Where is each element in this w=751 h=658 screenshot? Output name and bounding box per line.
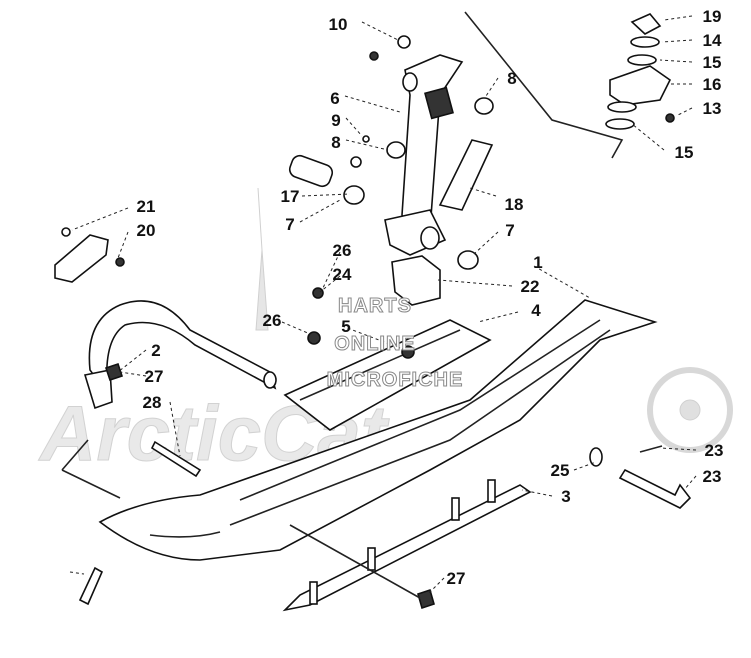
ski-assembly	[98, 299, 658, 612]
callout-1: 1	[533, 253, 542, 272]
ski-stop-block	[391, 255, 441, 306]
bushing-upper	[474, 97, 494, 115]
callout-23b: 25	[551, 461, 570, 480]
washer-side	[589, 447, 603, 467]
bumper-bracket-body	[54, 234, 109, 283]
ski-rail-lower	[229, 329, 611, 526]
ski-mount-plate	[283, 319, 492, 431]
watermark-line-1: HARTS	[338, 295, 412, 317]
callout-9: 9	[331, 111, 340, 130]
bracket-screw	[61, 227, 71, 237]
callout-16: 18	[505, 195, 524, 214]
ski-body	[98, 299, 658, 561]
spindle-decal	[438, 139, 494, 211]
wear-bar-stud	[309, 581, 318, 605]
axle-bolt	[618, 468, 692, 509]
nut-24	[312, 287, 324, 299]
callout-11: 13	[703, 99, 722, 118]
wear-bar-stud	[451, 497, 460, 521]
callout-7b: 7	[505, 221, 514, 240]
wear-bar-stud	[367, 547, 376, 571]
callout-17: 19	[703, 7, 722, 26]
spacer-tube	[288, 154, 334, 188]
watermark-line-2: ONLINE	[334, 333, 416, 355]
callout-19: 21	[137, 197, 156, 216]
callout-18: 20	[137, 221, 156, 240]
spindle-bore	[402, 72, 418, 92]
callout-2: 2	[151, 341, 160, 360]
callouts: 10 8 6 9 8 17 7 18 7 19 14 15 16 13 15 2…	[137, 7, 724, 588]
bushing-mid	[386, 141, 406, 159]
callout-23a: 24	[333, 265, 352, 284]
callout-21: 23	[703, 467, 722, 486]
callout-8a: 8	[507, 69, 516, 88]
callout-8b: 8	[331, 133, 340, 152]
nut-lower	[417, 588, 435, 610]
nut-25	[307, 331, 321, 345]
watermark-line-3: MICROFICHE	[327, 369, 464, 391]
washer-bottom	[605, 118, 635, 130]
washer-middle	[627, 54, 657, 66]
callout-5: 5	[341, 317, 350, 336]
callout-13b: 15	[675, 143, 694, 162]
top-bolt	[369, 51, 379, 61]
watermark-wheel-icon	[647, 367, 733, 453]
washer-upper	[630, 36, 660, 48]
clamp-body	[609, 65, 672, 106]
callout-24: 26	[333, 241, 352, 260]
watermark-spire-icon	[255, 187, 269, 331]
spindle-knurl	[424, 86, 454, 120]
leader-lines	[61, 15, 697, 599]
callout-25: 26	[263, 311, 282, 330]
callout-3: 3	[561, 487, 570, 506]
top-nut	[397, 35, 411, 49]
wear-bar-stud	[487, 479, 496, 503]
ski-loop-bar	[88, 300, 277, 398]
ski-loop-end	[263, 371, 277, 389]
bushing-left	[343, 185, 365, 205]
bumper-bracket	[54, 227, 125, 283]
washer-lower	[607, 101, 637, 113]
callout-22: 23	[705, 441, 724, 460]
callout-12: 14	[703, 31, 722, 50]
bushing-right	[457, 250, 479, 270]
watermark-hub-icon	[679, 399, 701, 421]
callout-4: 4	[531, 301, 541, 320]
nut-upper	[104, 362, 124, 382]
hardware	[78, 287, 692, 610]
callout-7a: 7	[285, 215, 294, 234]
callout-15: 17	[281, 187, 300, 206]
bolt-long	[150, 440, 202, 478]
spindle-saddle-bore	[420, 226, 440, 250]
ski-loop	[83, 300, 277, 410]
clamp-assembly	[605, 13, 675, 130]
callout-27: 28	[143, 393, 162, 412]
spindle-shaft-line	[464, 11, 624, 159]
carbide-bolt	[78, 566, 104, 606]
callout-13a: 15	[703, 53, 722, 72]
grease-fitting	[362, 135, 370, 143]
bracket-nut	[115, 257, 125, 267]
ski-rail-upper	[239, 319, 601, 501]
cap	[630, 13, 662, 35]
ski-mount-ridge	[299, 329, 461, 401]
callout-20: 22	[521, 277, 540, 296]
bolt-5	[401, 345, 415, 359]
watermark-overlay: HARTS ONLINE MICROFICHE	[326, 295, 464, 392]
callout-14: 16	[703, 75, 722, 94]
clamp-screw	[665, 113, 675, 123]
cotter-pin	[639, 445, 663, 453]
callout-10: 10	[329, 15, 348, 34]
ski-loop-bracket	[83, 369, 113, 410]
spindle-assembly	[288, 11, 624, 306]
washer-small	[350, 156, 362, 168]
wear-bar	[282, 484, 532, 612]
callout-6: 6	[330, 89, 339, 108]
callout-26a: 27	[145, 367, 164, 386]
callout-26b: 27	[447, 569, 466, 588]
ski-tip-edge	[149, 531, 221, 538]
